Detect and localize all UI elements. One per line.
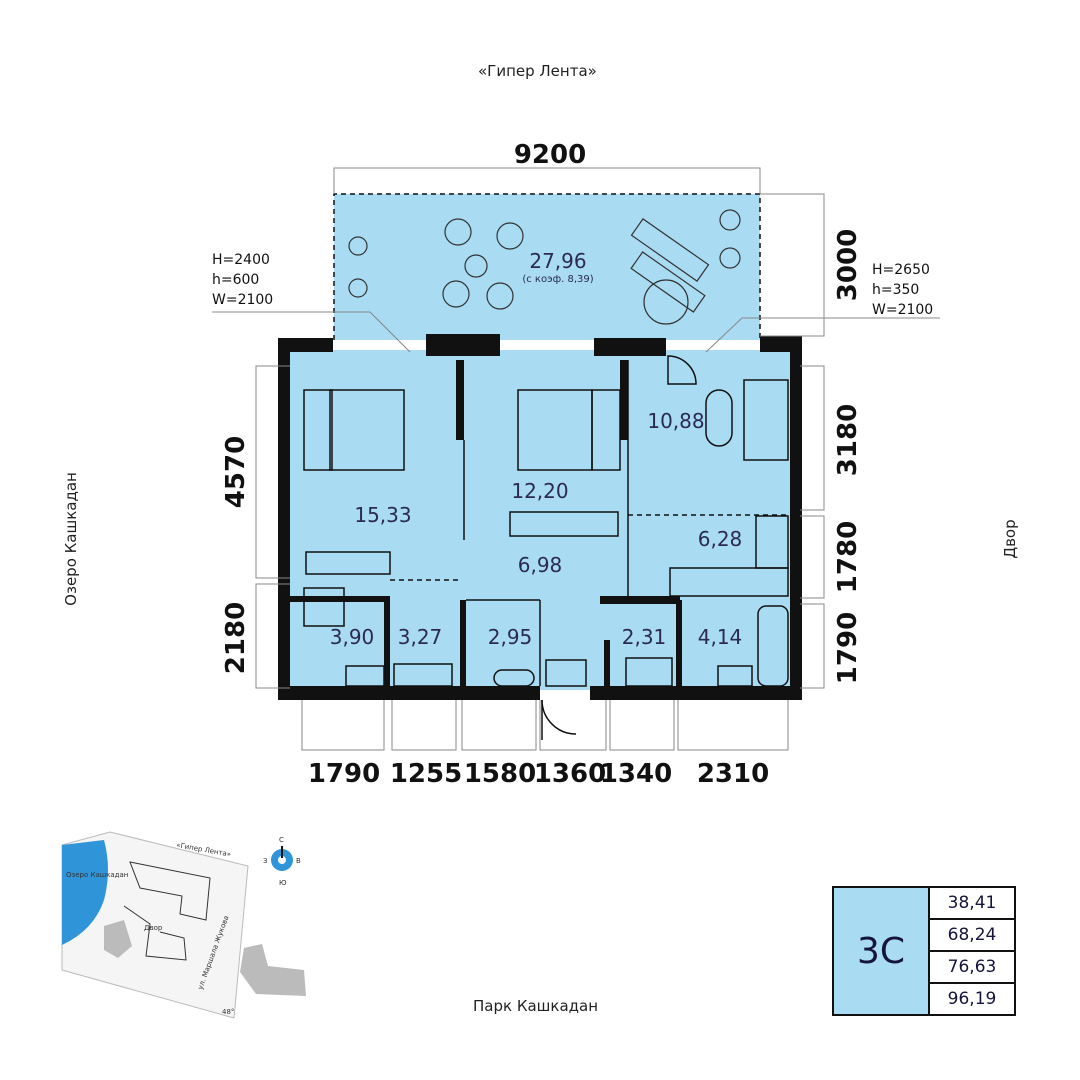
compass-icon bbox=[271, 846, 293, 871]
dim-bottom-2: 1255 bbox=[390, 759, 462, 789]
area-gross: 96,19 bbox=[947, 989, 997, 1009]
dim-bottom-5: 1340 bbox=[600, 759, 672, 789]
dim-left-upper: 4570 bbox=[221, 436, 251, 508]
compass-w: З bbox=[263, 857, 268, 865]
window-left-h: h=600 bbox=[212, 272, 259, 288]
area-with-balcony: 76,63 bbox=[930, 952, 1014, 984]
south-label: Парк Кашкадан bbox=[473, 997, 599, 1015]
balcony bbox=[333, 193, 761, 340]
dim-bottom-1: 1790 bbox=[308, 759, 380, 789]
window-left-W: W=2100 bbox=[212, 292, 273, 308]
area-laundry: 2,31 bbox=[622, 625, 667, 649]
map-yard: Двор bbox=[144, 924, 163, 932]
map-angle: 48° bbox=[222, 1008, 234, 1016]
window-left-H: H=2400 bbox=[212, 252, 270, 268]
compass-s: Ю bbox=[279, 879, 287, 887]
walls bbox=[278, 334, 802, 700]
apartment-summary: 3С 38,41 68,24 76,63 96,19 bbox=[832, 886, 1016, 1016]
window-right-h: h=350 bbox=[872, 282, 919, 298]
dim-bottom-6: 2310 bbox=[697, 759, 769, 789]
area-total: 68,24 bbox=[930, 920, 1014, 952]
dim-right-upper: 3180 bbox=[833, 404, 863, 476]
dim-right-middle: 1780 bbox=[833, 521, 863, 593]
area-bedroom-mid: 12,20 bbox=[511, 479, 568, 503]
area-list: 38,41 68,24 76,63 96,19 bbox=[930, 888, 1014, 1014]
area-bath-right: 4,14 bbox=[698, 625, 743, 649]
apartment-type: 3С bbox=[834, 888, 930, 1014]
dim-right-lower: 1790 bbox=[833, 612, 863, 684]
area-hall: 6,98 bbox=[518, 553, 563, 577]
area-kitchen: 6,28 bbox=[698, 527, 743, 551]
map-lake: Озеро Кашкадан bbox=[66, 871, 128, 879]
area-balcony: 27,96 bbox=[529, 249, 586, 273]
area-living-total: 38,41 bbox=[930, 888, 1014, 920]
area-wc-left: 3,27 bbox=[398, 625, 443, 649]
area-living: 10,88 bbox=[647, 409, 704, 433]
dim-left-lower: 2180 bbox=[221, 602, 251, 674]
area-bath-left: 3,90 bbox=[330, 625, 375, 649]
window-right-W: W=2100 bbox=[872, 302, 933, 318]
area-storage: 2,95 bbox=[488, 625, 533, 649]
dim-bottom-3: 1580 bbox=[464, 759, 536, 789]
compass-n: С bbox=[279, 836, 284, 844]
dim-balcony-depth: 3000 bbox=[833, 229, 863, 301]
north-label: «Гипер Лента» bbox=[478, 62, 597, 80]
window-right-H: H=2650 bbox=[872, 262, 930, 278]
dim-top: 9200 bbox=[514, 140, 586, 170]
compass-e: В bbox=[296, 857, 301, 865]
area-balcony-note: (с коэф. 8,39) bbox=[522, 274, 593, 285]
dim-bottom-4: 1360 bbox=[534, 759, 606, 789]
site-minimap: Озеро Кашкадан «Гипер Лента» Двор ул. Ма… bbox=[61, 831, 306, 1019]
area-bedroom-left: 15,33 bbox=[354, 503, 411, 527]
